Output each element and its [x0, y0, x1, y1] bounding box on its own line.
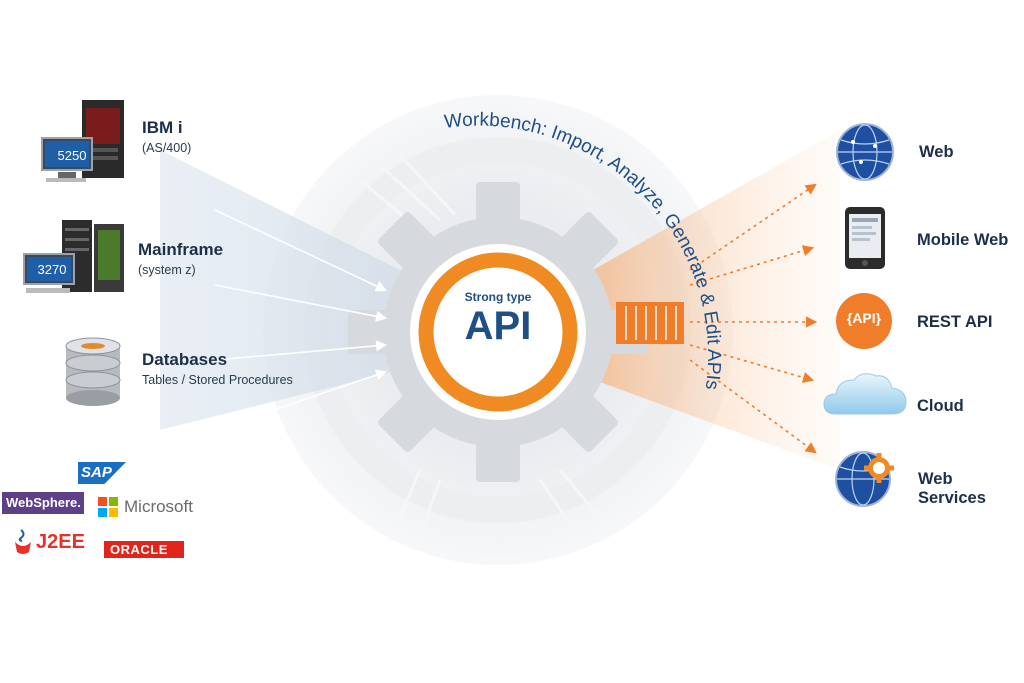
database-icon	[62, 336, 124, 408]
oracle-logo-text: ORACLE	[110, 542, 168, 557]
websphere-logo: WebSphere.	[2, 492, 84, 514]
source-databases: Databases Tables / Stored Procedures	[142, 350, 293, 387]
api-server-block-icon	[616, 302, 684, 344]
globe-gear-icon	[833, 448, 897, 510]
oracle-logo: ORACLE	[104, 541, 184, 558]
output-arrows	[689, 183, 818, 454]
mobile-phone-icon	[844, 206, 886, 270]
j2ee-logo-text: J2EE	[36, 531, 85, 553]
dest-mobile-web: Mobile Web	[917, 231, 1009, 249]
j2ee-logo: J2EE	[12, 528, 96, 556]
sap-logo-text: SAP	[81, 464, 112, 481]
globe-icon	[835, 122, 895, 182]
center-kicker: Strong type	[464, 290, 532, 304]
central-gear	[348, 182, 648, 482]
microsoft-logo-text: Microsoft	[124, 497, 193, 516]
source-subtitle: (AS/400)	[142, 141, 192, 155]
websphere-logo-text: WebSphere.	[6, 495, 81, 510]
dest-web-services: Web Services	[918, 470, 986, 507]
source-title: IBM i	[142, 118, 183, 137]
output-beam	[540, 130, 840, 470]
microsoft-windows-icon	[98, 497, 118, 517]
source-title: Databases	[142, 350, 228, 369]
source-title: Mainframe	[138, 240, 224, 259]
dest-web: Web	[919, 143, 954, 161]
ibm-i-screen-text: 5250	[57, 148, 87, 163]
java-cup-icon	[15, 529, 31, 554]
center-title: API	[464, 304, 532, 348]
source-subtitle: Tables / Stored Procedures	[142, 373, 293, 387]
api-badge-text: {API}	[846, 310, 882, 326]
ibm-i-server-icon	[40, 98, 136, 184]
mainframe-server-icon	[22, 218, 132, 296]
mainframe-screen-text: 3270	[37, 262, 67, 277]
source-mainframe: Mainframe (system z)	[138, 240, 223, 277]
microsoft-logo: Microsoft	[98, 496, 208, 518]
api-badge-icon: {API}	[836, 293, 892, 349]
cloud-icon	[822, 368, 908, 418]
input-arrows	[214, 209, 388, 431]
center-label: Strong type API	[433, 290, 563, 348]
dest-cloud: Cloud	[917, 397, 964, 415]
dest-rest-api: REST API	[917, 313, 993, 331]
source-ibm-i: IBM i (AS/400)	[142, 118, 191, 155]
source-subtitle: (system z)	[138, 263, 196, 277]
